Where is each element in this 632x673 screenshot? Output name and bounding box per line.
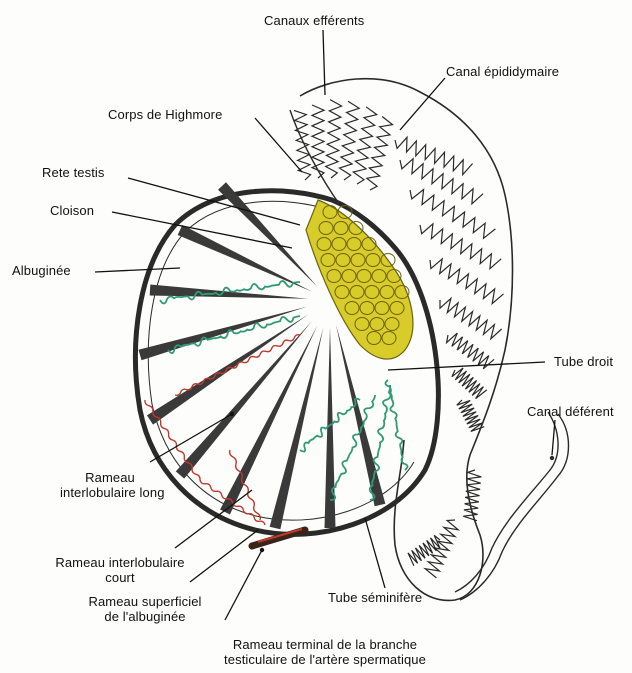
corps-de-highmore	[306, 200, 413, 359]
label-rameau-terminal-line1: Rameau terminal de la branche	[180, 637, 470, 652]
label-rameau-court-line2: court	[40, 570, 200, 585]
epididymal-duct	[410, 190, 495, 239]
highmore-body	[306, 200, 413, 359]
epididymal-duct	[452, 368, 487, 399]
epididymal-duct	[420, 224, 501, 269]
label-rameau-court: Rameau interlobulaire court	[40, 555, 200, 585]
label-corps-highmore: Corps de Highmore	[108, 107, 222, 122]
label-rameau-long-line1: Rameau	[60, 470, 160, 485]
label-tube-droit: Tube droit	[554, 354, 613, 369]
epididymal-duct	[395, 137, 473, 174]
label-canal-epididymaire: Canal épididymaire	[446, 64, 559, 79]
label-rameau-court-line1: Rameau interlobulaire	[40, 555, 200, 570]
efferent-duct	[312, 105, 324, 178]
epididymal-duct	[440, 298, 502, 338]
label-rameau-terminal-line2: testiculaire de l'artère spermatique	[180, 652, 470, 667]
epididymal-duct	[430, 259, 504, 304]
label-tube-seminifere: Tube séminifère	[328, 590, 422, 605]
label-rameau-terminal: Rameau terminal de la branche testiculai…	[180, 637, 470, 667]
epididymal-duct	[447, 333, 495, 369]
label-canaux-efferents: Canaux efférents	[264, 13, 364, 28]
septum	[270, 327, 324, 529]
label-cloison: Cloison	[50, 203, 94, 218]
label-rameau-superficiel-line2: de l'albuginée	[75, 609, 215, 624]
superficial-artery	[145, 400, 200, 480]
label-rameau-superficiel-line1: Rameau superficiel	[75, 594, 215, 609]
efferent-duct	[340, 101, 360, 180]
vas-deferens	[455, 412, 558, 592]
efferent-duct	[367, 117, 393, 191]
seminiferous-tubule	[168, 316, 300, 353]
label-rameau-superficiel: Rameau superficiel de l'albuginée	[75, 594, 215, 624]
epididymal-duct	[408, 535, 440, 565]
label-rameau-long: Rameau interlobulaire long	[60, 470, 160, 500]
label-albuginee: Albuginée	[12, 263, 71, 278]
label-canal-deferent: Canal déférent	[527, 404, 614, 419]
efferent-duct	[326, 100, 342, 178]
label-rete-testis: Rete testis	[42, 165, 105, 180]
epididymal-duct	[457, 400, 484, 431]
efferent-duct	[294, 110, 311, 180]
septum	[138, 307, 307, 361]
label-rameau-long-line2: interlobulaire long	[60, 485, 160, 500]
